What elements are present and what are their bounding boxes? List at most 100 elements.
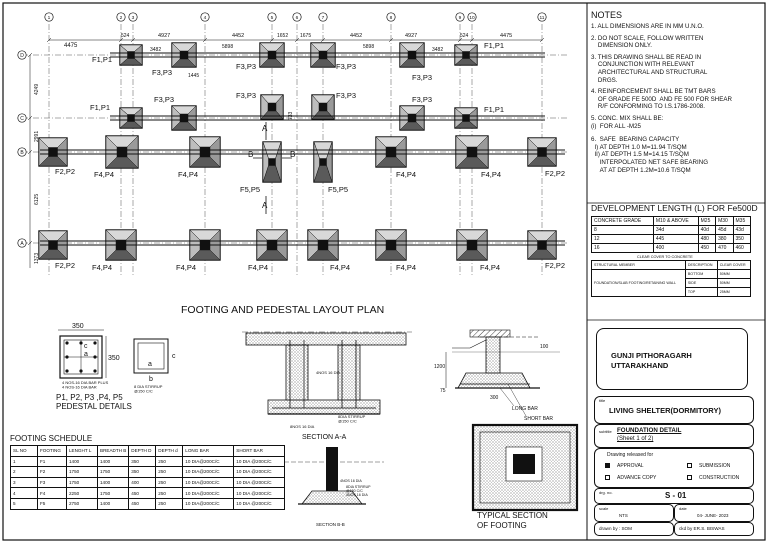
cover-member: FOUNDATION/SLAB FOOTING/RETAINING WALL (591, 269, 686, 297)
label-f3p3: F3,P3 (336, 91, 356, 100)
svg-text:D: D (20, 53, 24, 59)
typical-footing-elevation: 1200 75 300 100 LONG BAR SHORT BAR (434, 329, 560, 422)
client-line-1: GUNJI PITHORAGARH (611, 351, 692, 360)
footing (375, 136, 407, 168)
label-f3p3: F3,P3 (152, 68, 172, 77)
label-f2p2: F2,P2 (545, 169, 565, 178)
typical-dim-1200: 1200 (434, 364, 445, 370)
svg-text:4: 4 (204, 15, 207, 21)
label-f1p1: F1,P1 (484, 41, 504, 50)
label-f2p2: F2,P2 (55, 167, 75, 176)
schedule-cell: DEPTH d (155, 445, 184, 457)
schedule-cell: 350 (128, 466, 157, 478)
dev-length-title: DEVELOPMENT LENGTH (L) FOR Fe500D (591, 203, 758, 213)
label-f4p4: F4,P4 (396, 263, 416, 272)
section-bb-note2: 8DIA STIRRUP@150 C/C (346, 485, 371, 493)
submission-label: SUBMISSION (699, 463, 731, 469)
grid-column-bubble: 10 (467, 12, 477, 22)
drawing-number-label: drg. no. (599, 490, 613, 495)
drawing-subtitle: FOUNDATION DETAIL (617, 427, 682, 434)
typical-short-bar: SHORT BAR (524, 416, 553, 422)
schedule-cell: 350 (128, 455, 157, 468)
schedule-cell: 3 (10, 476, 38, 489)
section-aa-note-stirrup: 8DIA STIRRUP@150 C/C (338, 414, 366, 424)
pedestal-dim-width: 350 (72, 323, 84, 330)
date-value: 04- JUNE- 2023 (697, 513, 729, 518)
dim-4927-right: 4927 (405, 33, 417, 39)
footing (259, 42, 285, 68)
footing (171, 42, 197, 68)
typical-dim-300: 300 (490, 395, 499, 401)
pedestal-note-stirrup: 8 DIA STIRRUP@150 C/C (134, 384, 163, 394)
dim-524-left: 524 (121, 33, 130, 39)
submission-checkbox[interactable] (687, 463, 692, 468)
svg-text:3: 3 (132, 15, 135, 21)
dim-6125: 6125 (34, 194, 40, 205)
dev-length-cell: 40d (697, 225, 717, 235)
svg-text:2: 2 (120, 15, 123, 21)
advance-copy-checkbox[interactable] (605, 475, 610, 480)
dev-length-cell: 480 (697, 234, 717, 244)
schedule-cell: 1750 (66, 476, 98, 489)
schedule-cell: 250 (155, 455, 184, 468)
footing (119, 107, 143, 129)
scale-box: scale NTS (594, 504, 674, 522)
schedule-cell: 10 DIA @200C/C (233, 487, 286, 499)
section-bb-note1: 4NOS 16 DIA (340, 479, 362, 483)
schedule-cell: 5 (10, 497, 38, 510)
schedule-cell: F4 (37, 487, 67, 499)
grid-column-bubble: 1 (44, 12, 54, 22)
construction-checkbox[interactable] (687, 475, 692, 480)
cover-val: 50MM (716, 269, 752, 279)
dev-length-cell: 45d (715, 225, 734, 235)
notes-panel: NOTES 1. ALL DIMENSIONS ARE IN MM U.N.O.… (591, 10, 761, 174)
dev-length-cell: 460 (732, 243, 751, 253)
section-b-mark: B (290, 150, 295, 159)
checked-by: ckd by ER.S. BISWAS (679, 526, 725, 531)
schedule-cell: 400 (128, 476, 157, 489)
pedestal-stirrup-c: c (172, 353, 176, 360)
note-item: 4. REINFORCEMENT SHALL BE TMT BARS OF GR… (591, 88, 732, 111)
footing-schedule-title: FOOTING SCHEDULE (10, 434, 93, 443)
typical-dim-100: 100 (540, 344, 549, 350)
label-f4p4: F4,P4 (92, 263, 112, 272)
schedule-cell: LONG BAR (182, 445, 235, 457)
schedule-cell: LENGHT L (66, 445, 98, 457)
plan-title: FOOTING AND PEDESTAL LAYOUT PLAN (181, 304, 384, 316)
date-box: date 04- JUNE- 2023 (674, 504, 754, 522)
note-item: 2. DO NOT SCALE, FOLLOW WRITTEN DIMENSIO… (591, 34, 704, 50)
schedule-cell: 450 (128, 497, 157, 510)
label-f1p1: F1,P1 (92, 55, 112, 64)
label-f4p4: F4,P4 (248, 263, 268, 272)
section-aa-note-bars: 8NOS 16 DIA (290, 424, 315, 429)
approval-checkbox[interactable] (605, 463, 610, 468)
dim-1675: 1675 (300, 33, 311, 39)
grid-row-bubble: C (17, 113, 27, 123)
svg-text:9: 9 (459, 15, 462, 21)
dim-4475-right: 4475 (500, 33, 512, 39)
footing (262, 141, 282, 183)
svg-text:8: 8 (390, 15, 393, 21)
dev-length-cell: 380 (715, 234, 734, 244)
label-f4p4: F4,P4 (330, 263, 350, 272)
svg-text:B: B (20, 150, 24, 156)
label-f4p4: F4,P4 (176, 263, 196, 272)
released-label: Drawing released for (607, 452, 654, 458)
section-a-mark: A (262, 201, 268, 210)
footing (399, 42, 425, 68)
grid-column-bubble: 7 (318, 12, 328, 22)
label-f5p5: F5,P5 (240, 185, 260, 194)
svg-text:10: 10 (469, 15, 475, 21)
cover-desc: BOTTOM (684, 269, 718, 279)
pedestal-lbl-a: a (84, 351, 88, 358)
note-item: 5. CONC. MIX SHALL BE: (i) FOR ALL -M25 (591, 114, 664, 130)
label-f3p3: F3,P3 (236, 91, 256, 100)
label-f2p2: F2,P2 (545, 261, 565, 270)
